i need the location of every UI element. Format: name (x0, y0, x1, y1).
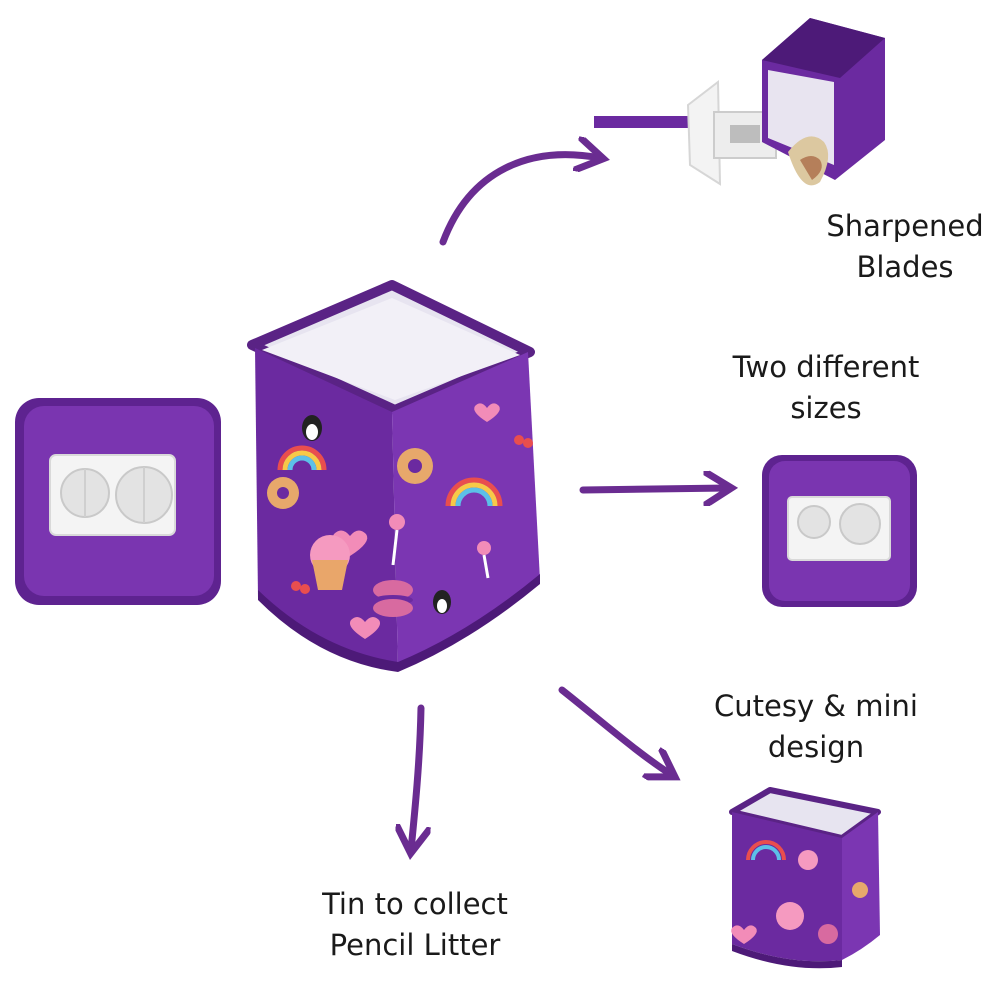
label-line: Two different (732, 350, 920, 384)
arrow-to-sizes (579, 488, 728, 490)
lollipop-icon (389, 514, 491, 579)
rainbow-icon (277, 445, 503, 507)
arrow-to-tin (411, 704, 421, 850)
macaron-icon (373, 580, 413, 617)
label-cutesy-design: Cutesy & mini design (700, 686, 932, 768)
label-sharpened-blades: Sharpened Blades (812, 206, 998, 288)
label-line: Cutesy & mini (714, 689, 918, 723)
sharpener-lid-right (762, 455, 917, 607)
mini-tin (729, 787, 881, 969)
donut-icon (267, 448, 433, 509)
label-tin-litter: Tin to collect Pencil Litter (300, 884, 530, 966)
label-line: Blades (856, 250, 954, 284)
sharpener-lid-left (15, 398, 221, 605)
penguin-icon (302, 415, 451, 614)
label-line: design (767, 730, 865, 764)
cherry-icon (291, 435, 533, 594)
label-line: Sharpened (826, 209, 984, 243)
arrow-to-blades (439, 155, 600, 246)
label-line: sizes (790, 391, 862, 425)
label-line: Tin to collect (322, 887, 508, 921)
arrow-to-design (558, 686, 672, 775)
label-two-sizes: Two different sizes (715, 347, 937, 429)
main-tin (247, 280, 540, 672)
sharpening-demo (594, 18, 885, 186)
label-line: Pencil Litter (329, 928, 501, 962)
cupcake-icon (310, 535, 350, 590)
